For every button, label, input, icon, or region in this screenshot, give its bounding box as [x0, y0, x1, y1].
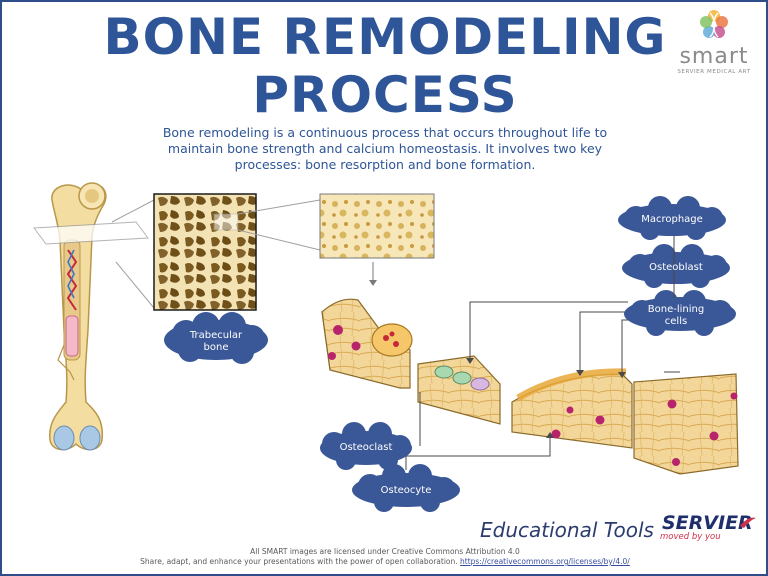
page-title: BONE REMODELING PROCESS: [103, 8, 667, 124]
license-link[interactable]: https://creativecommons.org/licenses/by/…: [460, 557, 630, 566]
cloud-bone-lining: [624, 290, 736, 336]
pointer-lines: [405, 236, 680, 470]
formation-block: [511, 368, 633, 449]
intro-text: Bone remodeling is a continuous process …: [162, 125, 608, 172]
osteoclast-block: [321, 298, 413, 389]
label-bone-lining-cells: Bone-lining cells: [647, 304, 705, 327]
servier-tagline: moved by you: [660, 532, 721, 542]
compact-bone-sample: [319, 193, 435, 259]
label-osteocyte: Osteocyte: [380, 485, 432, 496]
cloud-trabecular: [164, 312, 268, 364]
cloud-macrophage: [618, 196, 726, 240]
label-osteoclast: Osteoclast: [339, 442, 393, 453]
dna-flower-icon: [700, 10, 728, 38]
license-footer: All SMART images are licensed under Crea…: [80, 547, 690, 567]
label-macrophage: Macrophage: [641, 214, 703, 225]
label-osteoblast: Osteoblast: [649, 262, 703, 273]
servier-wordmark: SERVIER: [662, 512, 753, 534]
license-line-2: Share, adapt, and enhance your presentat…: [80, 557, 690, 567]
label-trabecular-bone: Trabecular bone: [189, 330, 243, 353]
mature-bone-block: [633, 373, 739, 475]
cloud-osteoblast: [622, 244, 730, 288]
trabecular-bone-sample: [153, 193, 257, 311]
cloud-osteoclast: [320, 422, 412, 470]
reversal-block: [417, 355, 501, 425]
femur-illustration: [33, 182, 149, 451]
educational-tools-text: Educational Tools: [480, 518, 654, 542]
license-line-1: All SMART images are licensed under Crea…: [250, 547, 520, 556]
smart-logo-word: smart: [679, 44, 749, 69]
cloud-osteocyte: [352, 464, 460, 512]
servier-logo: SERVIER: [662, 512, 753, 534]
license-line-2-text: Share, adapt, and enhance your presentat…: [140, 557, 458, 566]
smart-logo: smart SERVIER MEDICAL ART: [672, 6, 756, 76]
smart-logo-subtitle: SERVIER MEDICAL ART: [677, 69, 751, 75]
label-clouds: [164, 196, 736, 512]
servier-swoosh-icon: [740, 517, 756, 528]
